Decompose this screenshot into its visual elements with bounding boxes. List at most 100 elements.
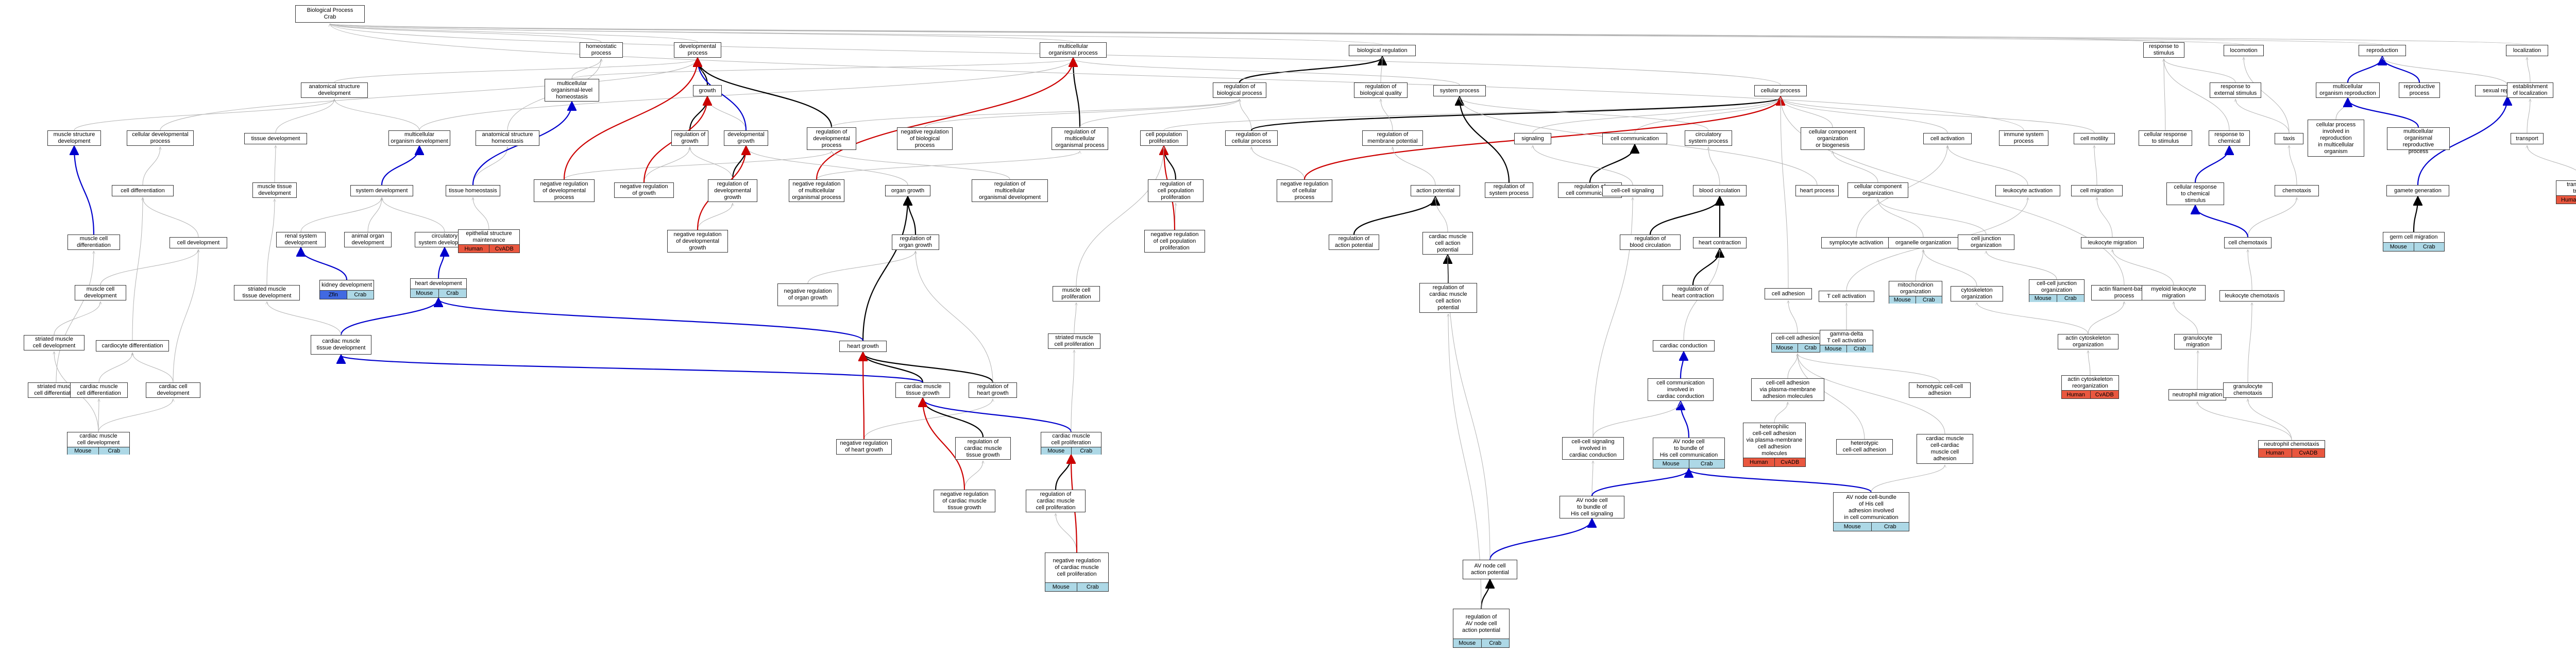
- go-term-cell-communication[interactable]: cell communication: [1602, 133, 1667, 144]
- go-term-regulation-of-cardiac-muscle-cell-proliferation[interactable]: regulation of cardiac muscle cell prolif…: [1026, 490, 1086, 512]
- go-term-cellular-developmental-process[interactable]: cellular developmental process: [127, 130, 194, 146]
- go-term-multicellular-organismal-homeostasis[interactable]: multicellular organismal-level homeostas…: [545, 79, 599, 102]
- go-term-regulation-of-heart-contraction[interactable]: regulation of heart contraction: [1663, 285, 1723, 300]
- go-term-growth[interactable]: growth: [693, 85, 722, 96]
- go-term-negative-regulation-of-cardiac-muscle-tissue-growth[interactable]: negative regulation of cardiac muscle ti…: [934, 490, 995, 512]
- go-term-cell-cell-signaling-involved-in-cardiac-conduction[interactable]: cell-cell signaling involved in cardiac …: [1562, 437, 1624, 460]
- go-term-cellular-process-involved-in-reproduction[interactable]: cellular process involved in reproductio…: [2308, 120, 2364, 157]
- go-term-negative-regulation-of-biological-process[interactable]: negative regulation of biological proces…: [897, 127, 953, 150]
- go-term-renal-system-development[interactable]: renal system development: [276, 232, 326, 247]
- go-term-av-node-cell-to-bundle-of-his-signaling[interactable]: AV node cell to bundle of His cell signa…: [1560, 496, 1624, 518]
- go-term-cardiac-muscle-tissue-development[interactable]: cardiac muscle tissue development: [311, 335, 371, 355]
- go-term-regulation-of-action-potential[interactable]: regulation of action potential: [1329, 235, 1379, 250]
- go-term-multicellular-organism-reproduction[interactable]: multicellular organism reproduction: [2316, 82, 2380, 98]
- go-term-regulation-of-cardiac-muscle-tissue-growth[interactable]: regulation of cardiac muscle tissue grow…: [955, 437, 1011, 460]
- go-term-biological-regulation[interactable]: biological regulation: [1349, 45, 1416, 56]
- go-term-cell-differentiation[interactable]: cell differentiation: [112, 185, 174, 196]
- go-term-regulation-of-biological-process[interactable]: regulation of biological process: [1213, 82, 1266, 98]
- go-term-heterotypic-cell-cell-adhesion[interactable]: heterotypic cell-cell adhesion: [1836, 439, 1893, 455]
- go-term-striated-muscle-tissue-development[interactable]: striated muscle tissue development: [234, 285, 300, 300]
- go-term-muscle-structure-development[interactable]: muscle structure development: [47, 130, 101, 146]
- go-term-response-to-external-stimulus[interactable]: response to external stimulus: [2210, 82, 2261, 98]
- go-term-developmental-process[interactable]: developmental process: [674, 42, 721, 58]
- go-term-regulation-of-multicellular-organismal-development[interactable]: regulation of multicellular organismal d…: [972, 179, 1048, 202]
- go-term-regulation-of-cardiac-muscle-cell-action-potential[interactable]: regulation of cardiac muscle cell action…: [1419, 283, 1477, 313]
- go-term-system-process[interactable]: system process: [1433, 85, 1486, 96]
- go-term-chemotaxis[interactable]: chemotaxis: [2275, 185, 2319, 196]
- go-term-signaling[interactable]: signaling: [1514, 133, 1551, 144]
- go-term-root[interactable]: Biological Process Crab: [295, 5, 365, 23]
- go-term-homeostatic-process[interactable]: homeostatic process: [580, 42, 623, 58]
- go-term-cell-cell-signaling[interactable]: cell-cell signaling: [1602, 185, 1663, 196]
- go-term-transepithelial-transport[interactable]: transepithelial transportHumanCvADB: [2556, 180, 2576, 204]
- go-term-symbiont-process[interactable]: symplocyte activation: [1821, 237, 1891, 248]
- go-term-localization[interactable]: localization: [2506, 45, 2548, 56]
- go-term-av-node-cell-action-potential[interactable]: AV node cell action potential: [1463, 560, 1517, 579]
- go-term-multicellular-organismal-reproductive-process[interactable]: multicellular organismal reproductive pr…: [2387, 127, 2450, 155]
- go-term-regulation-of-organ-growth[interactable]: regulation of organ growth: [892, 235, 939, 250]
- go-term-negative-regulation-of-growth[interactable]: negative regulation of growth: [614, 182, 674, 198]
- go-term-system-development[interactable]: system development: [350, 185, 413, 196]
- go-term-cardiac-cell-development[interactable]: cardiac cell development: [146, 382, 200, 398]
- go-term-cell-cell-adhesion-via-plasma-membrane[interactable]: cell-cell adhesion via plasma-membrane a…: [1751, 378, 1824, 401]
- go-term-organelle-organization[interactable]: organelle organization: [1888, 237, 1958, 248]
- go-term-actin-cytoskeleton-organization[interactable]: actin cytoskeleton organization: [2058, 334, 2119, 349]
- go-term-cell-communication-involved-in-cardiac-conduction[interactable]: cell communication involved in cardiac c…: [1648, 378, 1714, 401]
- go-term-cardiac-muscle-tissue-growth[interactable]: cardiac muscle tissue growth: [895, 382, 950, 398]
- go-term-av-node-cell-to-bundle-of-his[interactable]: AV node cell to bundle of His cell commu…: [1653, 438, 1725, 468]
- go-term-cell-development[interactable]: cell development: [170, 237, 227, 248]
- go-term-response-to-chemical[interactable]: response to chemical: [2209, 130, 2250, 146]
- go-term-cardiocyte-differentiation[interactable]: cardiocyte differentiation: [96, 340, 169, 351]
- go-term-granulocyte-chemotaxis[interactable]: granulocyte chemotaxis: [2223, 382, 2273, 398]
- go-term-cellular-component-organization[interactable]: cellular component organization: [1848, 182, 1908, 198]
- go-term-av-node-cell-bundle-of-his-cell-adhesion[interactable]: AV node cell-bundle of His cell adhesion…: [1833, 492, 1909, 531]
- go-term-cellular-process[interactable]: cellular process: [1754, 85, 1807, 96]
- go-term-anatomical-structure-development[interactable]: anatomical structure development: [301, 82, 368, 98]
- go-term-granulocyte-migration[interactable]: granulocyte migration: [2174, 334, 2222, 349]
- go-term-muscle-cell-proliferation[interactable]: muscle cell proliferation: [1053, 286, 1100, 302]
- go-term-locomotion[interactable]: locomotion: [2224, 45, 2264, 56]
- go-term-regulation-of-multicellular-organismal-process[interactable]: regulation of multicellular organismal p…: [1052, 127, 1108, 150]
- go-term-myeloid-leukocyte-migration[interactable]: myeloid leukocyte migration: [2142, 285, 2206, 300]
- go-term-tissue-development[interactable]: tissue development: [244, 133, 307, 144]
- go-term-animal-organ-development[interactable]: animal organ development: [344, 232, 392, 247]
- go-term-cellular-component-organization-or-biogenesis[interactable]: cellular component organization or bioge…: [1801, 127, 1865, 150]
- go-term-cell-adhesion[interactable]: cell adhesion: [1765, 288, 1812, 299]
- go-term-response-to-stimulus[interactable]: response to stimulus: [2143, 42, 2184, 58]
- go-term-leukocyte-chemotaxis[interactable]: leukocyte chemotaxis: [2219, 290, 2284, 302]
- go-term-cell-migration[interactable]: cell migration: [2071, 185, 2123, 196]
- go-term-regulation-of-av-node-cell-action-potential[interactable]: regulation of AV node cell action potent…: [1453, 609, 1510, 648]
- go-term-negative-regulation-of-cellular-process[interactable]: negative regulation of cellular process: [1277, 179, 1332, 202]
- go-term-striated-muscle-cell-proliferation[interactable]: striated muscle cell proliferation: [1048, 333, 1100, 349]
- go-term-muscle-cell-differentiation[interactable]: muscle cell differentiation: [67, 235, 120, 250]
- go-term-heart-growth[interactable]: heart growth: [839, 341, 887, 352]
- go-term-regulation-of-developmental-growth[interactable]: regulation of developmental growth: [708, 179, 757, 202]
- go-term-reproduction[interactable]: reproduction: [2359, 45, 2406, 56]
- go-term-heart-process[interactable]: heart process: [1795, 185, 1839, 196]
- go-term-transport[interactable]: transport: [2511, 133, 2544, 144]
- go-term-cell-junction-organization[interactable]: cell junction organization: [1958, 235, 2014, 250]
- go-term-multicellular-organism-development[interactable]: multicellular organism development: [388, 130, 450, 146]
- go-term-developmental-growth[interactable]: developmental growth: [724, 130, 768, 146]
- go-term-negative-regulation-of-multicellular-organismal-process[interactable]: negative regulation of multicellular org…: [789, 179, 844, 202]
- go-term-cell-population-proliferation[interactable]: cell population proliferation: [1140, 130, 1188, 146]
- go-term-negative-regulation-of-cell-population-proliferation[interactable]: negative regulation of cell population p…: [1144, 230, 1205, 253]
- go-term-muscle-tissue-development[interactable]: muscle tissue development: [252, 182, 297, 198]
- go-term-regulation-of-system-process[interactable]: regulation of system process: [1485, 182, 1533, 198]
- go-term-regulation-of-heart-growth[interactable]: regulation of heart growth: [969, 382, 1017, 398]
- go-term-action-potential[interactable]: action potential: [1411, 185, 1460, 196]
- go-term-anatomical-structure-homeostasis[interactable]: anatomical structure homeostasis: [476, 130, 539, 146]
- go-term-circulatory-system-process[interactable]: circulatory system process: [1685, 130, 1732, 146]
- go-term-striated-muscle-cell-development[interactable]: striated muscle cell development: [24, 335, 84, 350]
- go-term-negative-regulation-of-cardiac-muscle-cell-proliferation[interactable]: negative regulation of cardiac muscle ce…: [1045, 552, 1109, 592]
- go-term-regulation-of-blood-circulation[interactable]: regulation of blood circulation: [1620, 235, 1681, 250]
- go-term-multicellular-organismal-process[interactable]: multicellular organismal process: [1040, 42, 1107, 58]
- go-term-homotypic-cell-cell-adhesion[interactable]: homotypic cell-cell adhesion: [1909, 382, 1971, 398]
